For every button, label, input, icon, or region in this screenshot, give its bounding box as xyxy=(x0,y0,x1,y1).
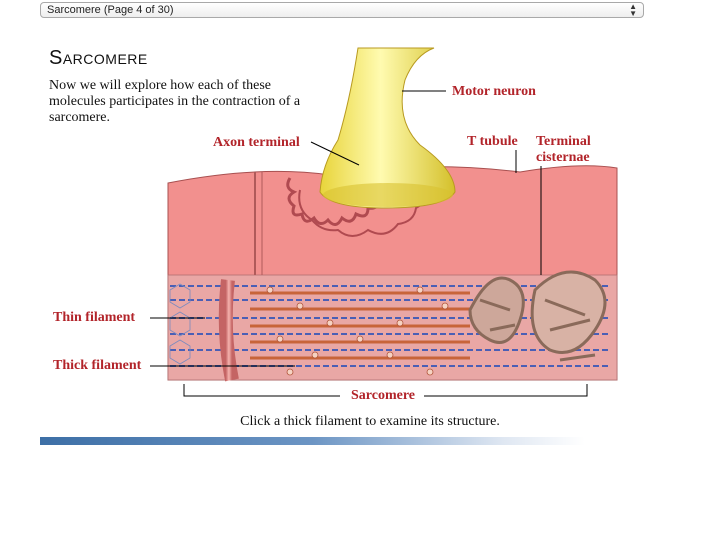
instruction-caption: Click a thick filament to examine its st… xyxy=(0,414,720,430)
label-motor-neuron[interactable]: Motor neuron xyxy=(452,84,536,99)
footer-bar xyxy=(40,437,585,445)
label-t-tubule[interactable]: T tubule xyxy=(467,134,518,149)
label-sarcomere[interactable]: Sarcomere xyxy=(351,388,415,403)
label-terminal-cisternae-line2[interactable]: cisternae xyxy=(536,150,590,165)
label-thick-filament[interactable]: Thick filament xyxy=(53,358,141,373)
label-thin-filament[interactable]: Thin filament xyxy=(53,310,135,325)
label-terminal-cisternae-line1[interactable]: Terminal xyxy=(536,134,591,149)
label-axon-terminal[interactable]: Axon terminal xyxy=(213,135,300,150)
